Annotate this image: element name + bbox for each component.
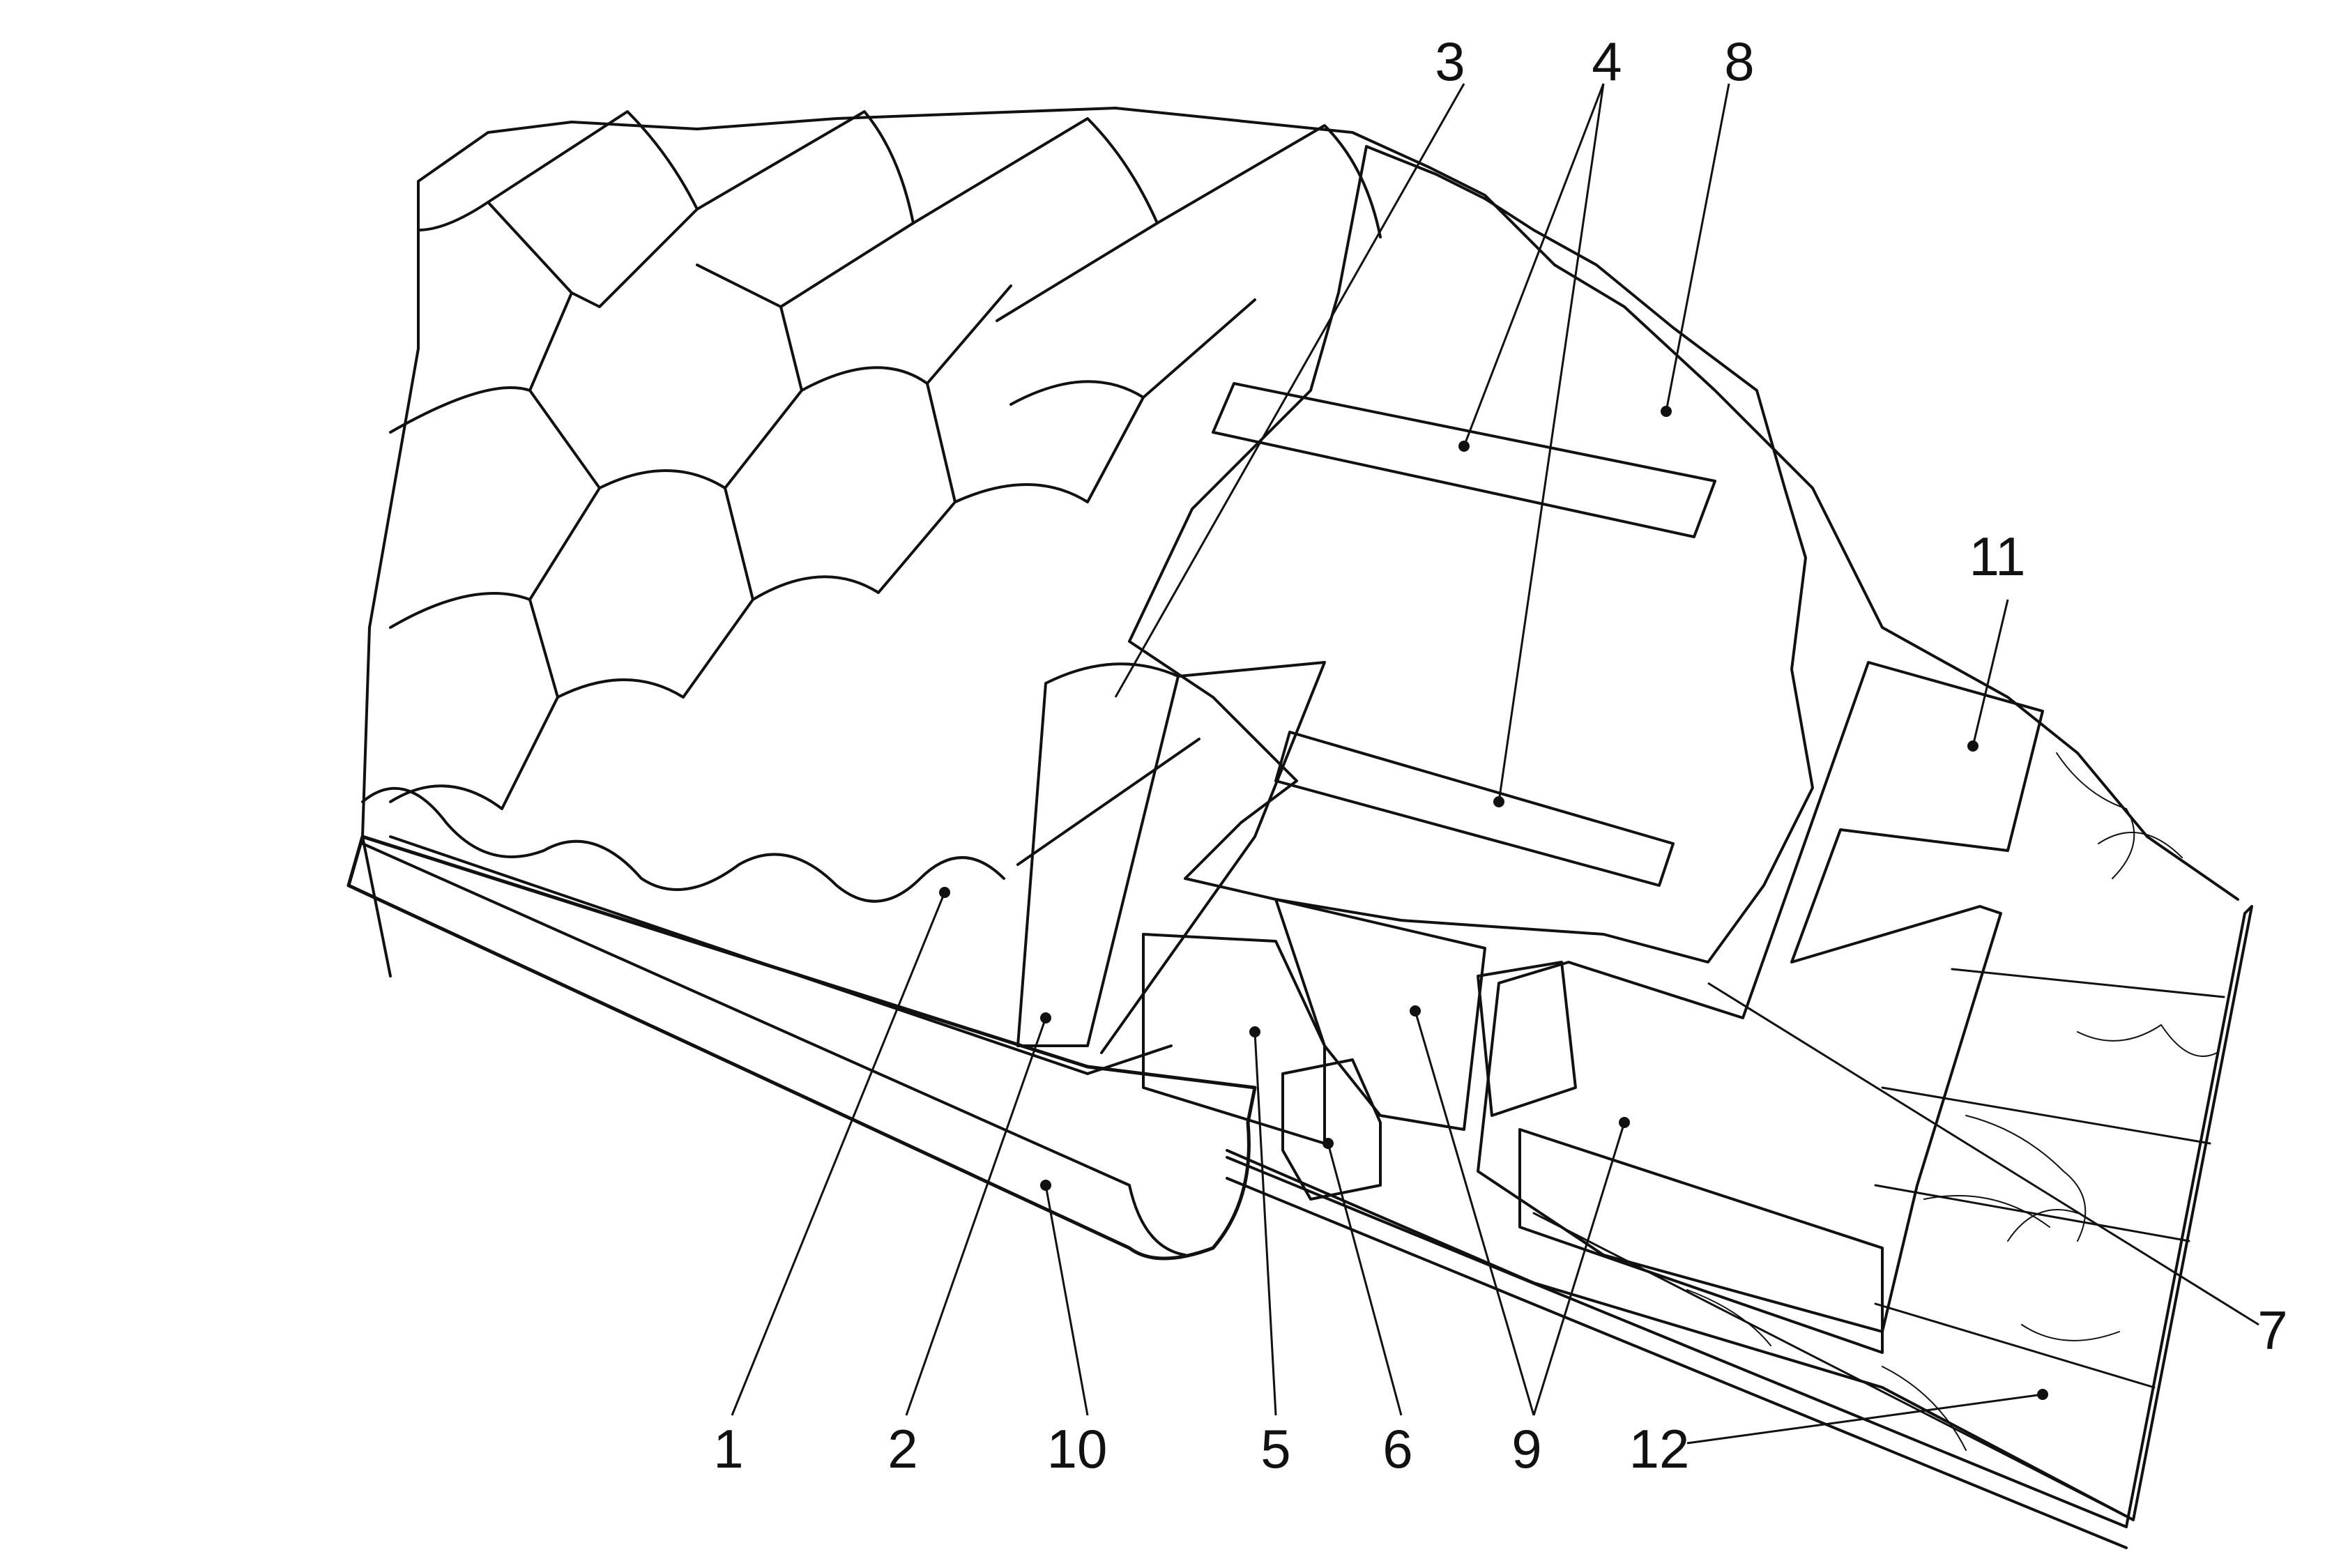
gutter bbox=[346, 835, 1257, 1261]
leader-dots bbox=[939, 406, 2048, 1400]
batten-upper bbox=[1212, 382, 1716, 538]
board-lines bbox=[1532, 968, 2225, 1514]
label-2: 2 bbox=[887, 1418, 917, 1479]
label-1: 1 bbox=[713, 1418, 743, 1479]
label-12: 12 bbox=[1629, 1418, 1690, 1479]
rafter-block-2 bbox=[1477, 961, 1577, 1117]
base-plank bbox=[1226, 1156, 2128, 1549]
lower-insulation-diag bbox=[1274, 898, 1486, 1131]
label-5: 5 bbox=[1260, 1418, 1290, 1479]
sheathing-boards bbox=[1226, 905, 2253, 1528]
lower-insulation bbox=[1142, 933, 1326, 1145]
label-7: 7 bbox=[2257, 1300, 2287, 1361]
label-9: 9 bbox=[1511, 1418, 1541, 1479]
roof-tiles bbox=[361, 110, 1382, 1075]
torn-outline bbox=[361, 107, 2239, 977]
label-6: 6 bbox=[1382, 1418, 1412, 1479]
leader-lines bbox=[731, 83, 2259, 1445]
label-10: 10 bbox=[1047, 1418, 1108, 1479]
slab-front-face bbox=[1518, 1128, 1884, 1354]
label-3: 3 bbox=[1435, 31, 1465, 92]
batten-lower bbox=[1274, 731, 1675, 887]
insulation-slab bbox=[1477, 661, 2044, 1333]
wood-grain bbox=[1686, 752, 2218, 1451]
label-11: 11 bbox=[1969, 526, 2026, 587]
label-4: 4 bbox=[1592, 31, 1622, 92]
label-8: 8 bbox=[1724, 31, 1754, 92]
membrane-layer bbox=[1128, 145, 1814, 964]
rafter-block bbox=[1281, 1058, 1382, 1201]
gutter-lip bbox=[361, 842, 1187, 1256]
